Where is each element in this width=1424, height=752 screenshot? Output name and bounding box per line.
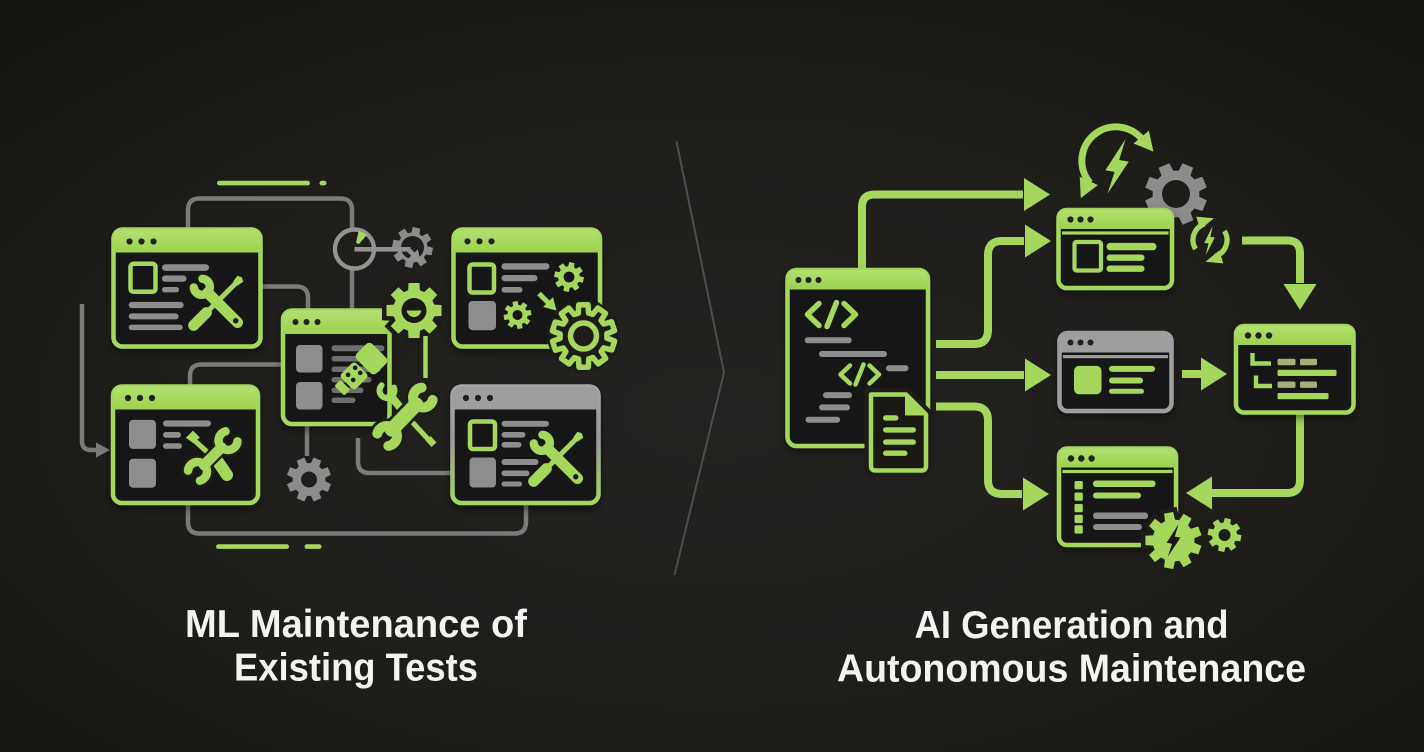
svg-text:ML Maintenance of: ML Maintenance of: [185, 603, 528, 646]
svg-text:Autonomous Maintenance: Autonomous Maintenance: [837, 648, 1306, 691]
svg-text:Existing Tests: Existing Tests: [234, 647, 478, 690]
svg-text:AI Generation and: AI Generation and: [915, 604, 1229, 647]
